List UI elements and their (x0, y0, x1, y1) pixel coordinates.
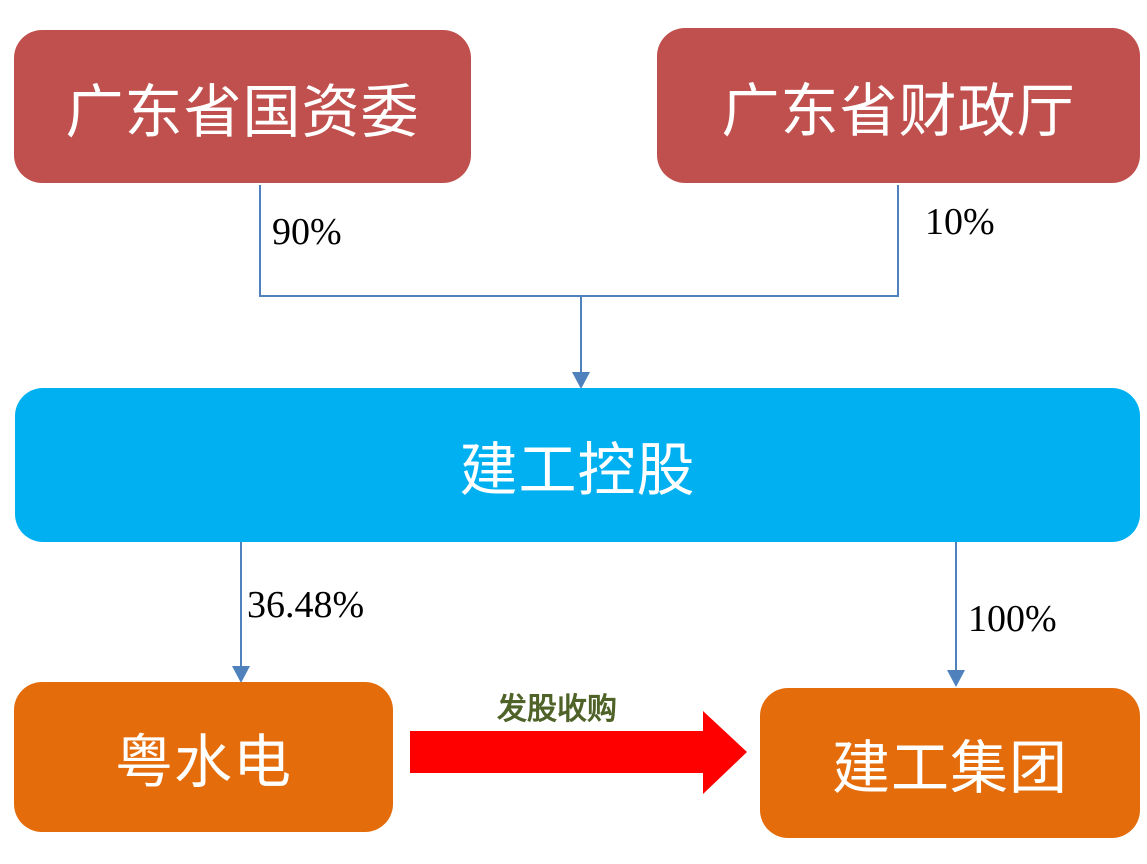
arrowhead-to-yuedian (232, 666, 250, 683)
node-finance-label: 广东省财政厅 (721, 76, 1076, 145)
node-yuedian-label: 粤水电 (114, 728, 292, 796)
share-sasac: 90% (272, 211, 342, 253)
acquisition-label: 发股收购 (497, 692, 617, 727)
connector-sasac (259, 185, 899, 297)
share-group: 100% (968, 598, 1057, 640)
node-holding-label: 建工控股 (459, 436, 696, 504)
arrowhead-to-group (947, 670, 965, 687)
node-finance: 广东省财政厅 (657, 28, 1140, 183)
node-sasac-label: 广东省国资委 (65, 77, 420, 146)
node-group: 建工集团 (760, 688, 1140, 838)
arrowhead-to-holding (572, 372, 590, 389)
acquisition-arrow (410, 711, 747, 794)
node-yuedian: 粤水电 (14, 682, 393, 832)
node-sasac: 广东省国资委 (14, 30, 471, 183)
share-yuedian: 36.48% (247, 584, 365, 626)
share-finance: 10% (925, 201, 995, 243)
node-holding: 建工控股 (15, 388, 1140, 542)
node-group-label: 建工集团 (831, 734, 1068, 802)
